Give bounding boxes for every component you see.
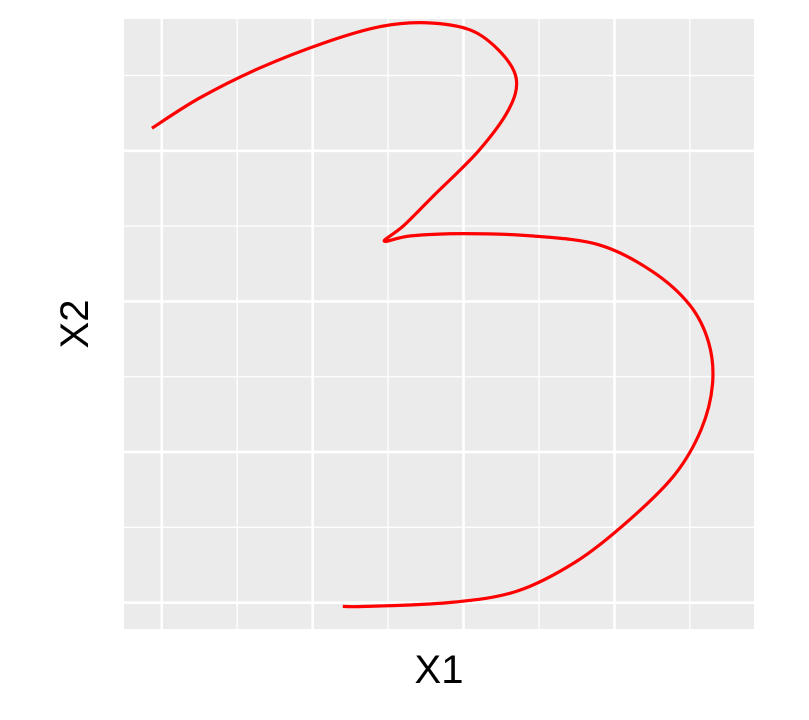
series-line	[151, 21, 715, 609]
plot-panel	[124, 19, 754, 629]
y-axis-title: X2	[53, 300, 97, 349]
x-axis-title: X1	[415, 648, 464, 692]
series-layer	[151, 21, 715, 609]
minor-gridlines	[124, 19, 754, 629]
